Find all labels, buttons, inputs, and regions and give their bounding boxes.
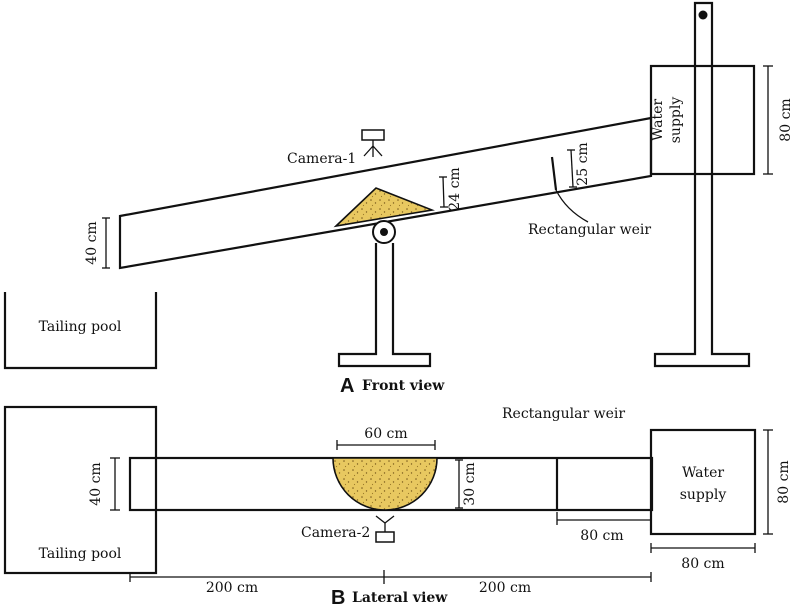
caption-b-letter: B bbox=[331, 587, 345, 606]
front-dim-25-label: 25 cm bbox=[575, 142, 591, 185]
front-support-stand bbox=[337, 243, 432, 368]
lateral-tailing-pool bbox=[3, 405, 158, 575]
lateral-dim-200-left: 200 cm bbox=[206, 580, 258, 596]
lateral-water-supply-box bbox=[649, 428, 757, 536]
front-dim-25 bbox=[570, 149, 574, 188]
lateral-dim-weir-80-label: 80 cm bbox=[580, 528, 623, 544]
lateral-dim-40-label: 40 cm bbox=[88, 462, 104, 505]
camera-1-label: Camera-1 bbox=[287, 151, 356, 167]
front-tailing-pool-label: Tailing pool bbox=[39, 319, 122, 335]
lateral-water-label-1: Water bbox=[682, 465, 724, 481]
lateral-water-label-2: supply bbox=[680, 487, 727, 503]
front-vertical-pole bbox=[653, 1, 751, 368]
lateral-dim-200-right: 200 cm bbox=[479, 580, 531, 596]
lateral-sand-mound bbox=[332, 457, 438, 511]
front-dim-40-label: 40 cm bbox=[84, 221, 100, 264]
lateral-view: Tailing pool 60 cm 30 cm 40 cm Rectangul… bbox=[3, 405, 792, 606]
front-sand-mound bbox=[333, 187, 435, 228]
lateral-weir-label: Rectangular weir bbox=[502, 406, 625, 422]
camera-1-icon bbox=[361, 129, 385, 157]
front-flume bbox=[118, 116, 653, 270]
lateral-dim-30-label: 30 cm bbox=[462, 462, 478, 505]
front-water-supply-box bbox=[649, 64, 756, 176]
lateral-dim-supply-80-label: 80 cm bbox=[681, 556, 724, 572]
front-dim-24-label: 24 cm bbox=[447, 167, 463, 210]
front-weir-label: Rectangular weir bbox=[528, 222, 651, 238]
camera-2-icon bbox=[375, 515, 395, 543]
front-weir bbox=[550, 156, 558, 191]
lateral-tailing-pool-label: Tailing pool bbox=[39, 546, 122, 562]
front-view: Tailing pool Water supply 80 cm Rectangu… bbox=[3, 1, 794, 397]
front-water-label-1: Water bbox=[650, 99, 666, 141]
camera-2-label: Camera-2 bbox=[301, 525, 370, 541]
front-dim-80-label: 80 cm bbox=[778, 98, 794, 141]
lateral-dim-80-label: 80 cm bbox=[776, 460, 792, 503]
front-pole-pin bbox=[698, 10, 708, 20]
front-dim-24 bbox=[442, 176, 445, 208]
caption-b-text: Lateral view bbox=[352, 590, 448, 606]
front-weir-leader bbox=[555, 189, 589, 223]
lateral-dim-60-label: 60 cm bbox=[364, 426, 407, 442]
front-water-label-2: supply bbox=[668, 97, 684, 144]
caption-a-text: Front view bbox=[362, 378, 445, 394]
front-tailing-pool bbox=[3, 292, 158, 370]
caption-a-letter: A bbox=[340, 375, 354, 397]
front-pivot-center bbox=[380, 228, 388, 236]
